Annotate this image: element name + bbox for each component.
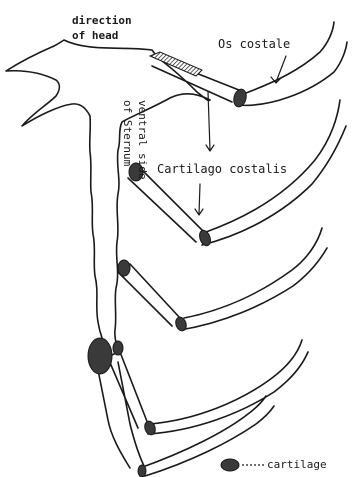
os-costale-label: Os costale (218, 38, 290, 50)
legend-cartilage-label: cartilage (267, 459, 327, 470)
sternum-outline (6, 40, 210, 356)
head-label-line2: of head (72, 28, 132, 43)
rib2-os-lower (202, 126, 346, 245)
joint-rib4-sternum-small (113, 341, 123, 355)
joint-rib4-sternum-large (88, 338, 112, 374)
legend-cartilage-swatch (221, 459, 239, 471)
rib3-os-lower (180, 248, 327, 330)
joint-rib3-sternum (118, 260, 130, 276)
sternum-label-line2: of Sternum (120, 100, 135, 179)
rib4-cartilage-lower (108, 358, 138, 428)
rib4-cartilage-upper (120, 352, 148, 424)
rib1-os-lower (236, 42, 347, 105)
joint-rib2-bone (198, 229, 213, 247)
rib2-cartilage-lower (128, 178, 196, 242)
rib4-os-upper (150, 340, 302, 424)
sternum-lower (96, 360, 130, 468)
sternum-lower-inner (118, 362, 145, 468)
direction-of-head-label: direction of head (72, 13, 132, 43)
cartilago-costalis-label: Cartilago costalis (157, 163, 287, 175)
sternum-label-line1: ventral side (135, 100, 150, 179)
cartilago-pointer-2 (199, 184, 200, 214)
ventral-side-sternum-label: ventral side of Sternum (120, 100, 150, 179)
joint-rib5-bone (138, 465, 146, 477)
head-label-line1: direction (72, 13, 132, 28)
legend (221, 459, 264, 471)
